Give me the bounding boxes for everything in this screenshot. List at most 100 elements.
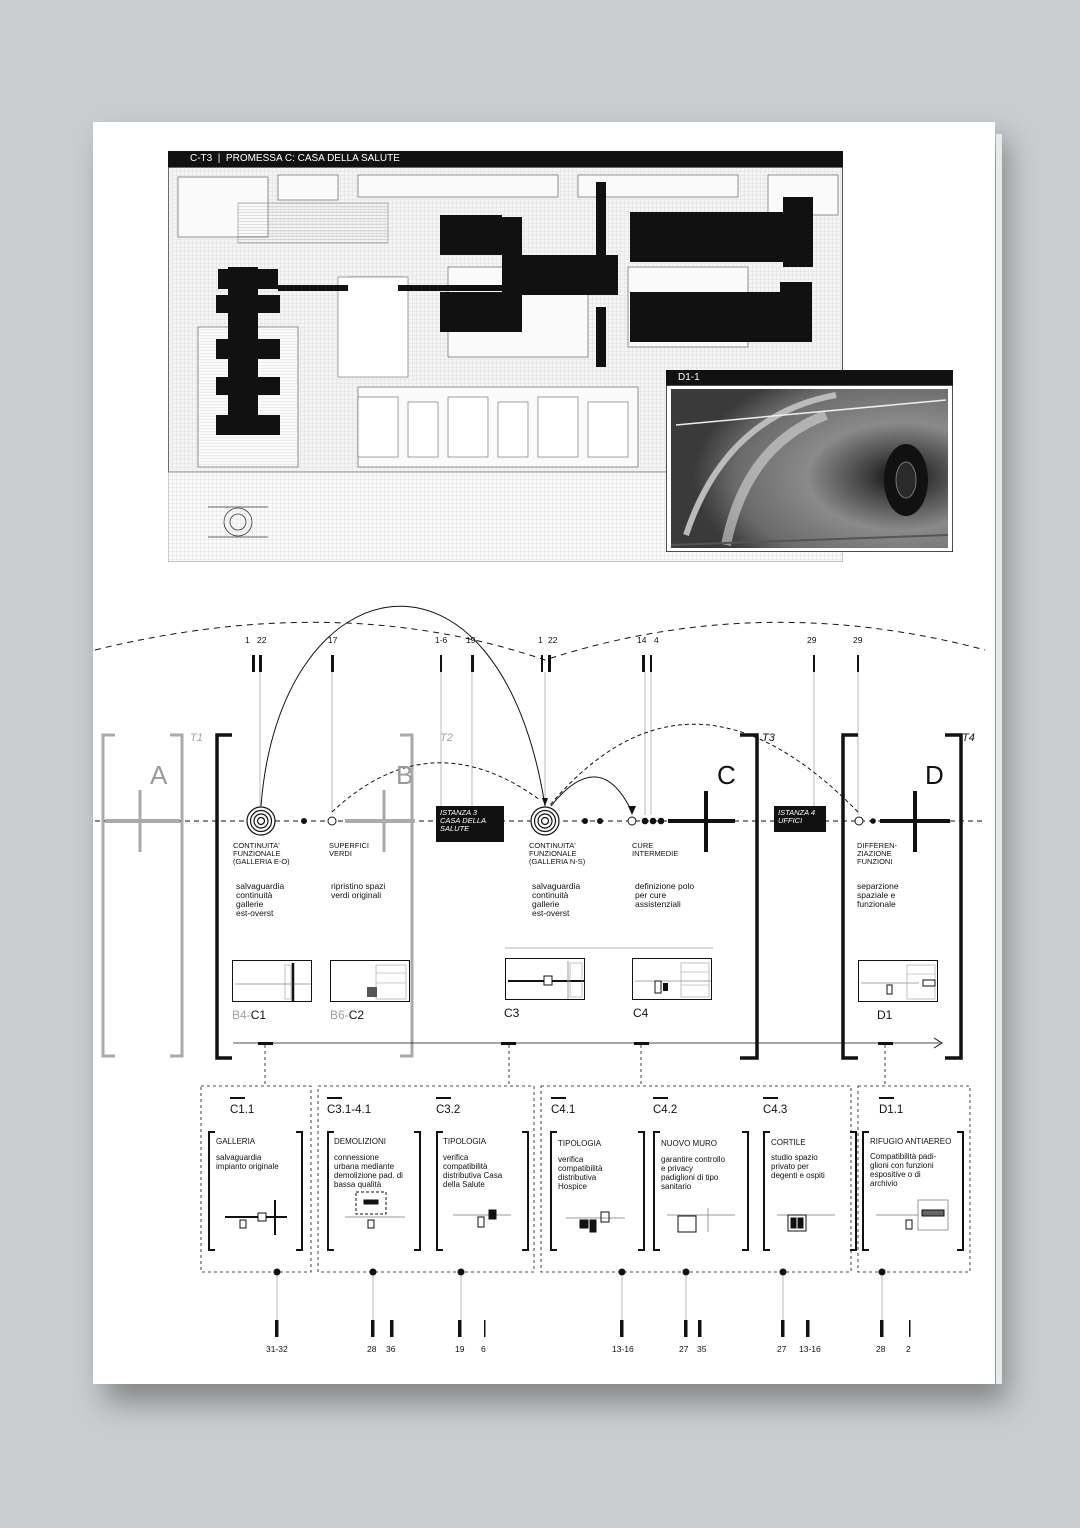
card-code: D1.1 bbox=[879, 1104, 904, 1116]
code-main: C1 bbox=[250, 1008, 267, 1022]
top-number: 4 bbox=[654, 635, 659, 645]
card-desc: verifica compatibilità distributiva Casa… bbox=[443, 1153, 503, 1189]
card-code: C4.3 bbox=[763, 1104, 788, 1116]
black-brackets bbox=[215, 733, 963, 1060]
top-number: 1-6 bbox=[435, 635, 448, 645]
photo-header: D1-1 bbox=[666, 370, 953, 385]
grey-brackets bbox=[101, 733, 414, 1058]
node-desc: salvaguardia continuità gallerie est-ove… bbox=[236, 881, 285, 918]
code-main: C3 bbox=[504, 1006, 520, 1020]
top-number: 1 bbox=[538, 635, 543, 645]
card-title: TIPOLOGIA bbox=[558, 1139, 602, 1148]
phase-tag-t1: T1 bbox=[190, 732, 203, 744]
card-title: CORTILE bbox=[771, 1138, 806, 1147]
card-code: C3.2 bbox=[436, 1104, 461, 1116]
card-title: TIPOLOGIA bbox=[443, 1137, 487, 1146]
phase-tag-t4: T4 bbox=[962, 732, 975, 744]
code-prefix: B6- bbox=[330, 1008, 349, 1022]
phase-letter-b: B bbox=[396, 760, 414, 790]
cross-d bbox=[880, 791, 950, 852]
bottom-number: 6 bbox=[481, 1344, 486, 1354]
card-desc: verifica compatibilità distributiva Hosp… bbox=[558, 1155, 603, 1191]
bottom-number: 13-16 bbox=[799, 1344, 821, 1354]
tunnel-photo bbox=[666, 385, 953, 552]
bottom-number: 13-16 bbox=[612, 1344, 634, 1354]
card-brackets bbox=[208, 1131, 964, 1251]
phase-letter-a: A bbox=[150, 760, 168, 790]
card-code: C3.1-4.1 bbox=[327, 1104, 372, 1116]
card-title: DEMOLIZIONI bbox=[334, 1137, 387, 1146]
code-main: C2 bbox=[348, 1008, 365, 1022]
node-desc: separzione spaziale e funzionale bbox=[857, 881, 899, 909]
node-desc: definizione polo per cure assistenziali bbox=[635, 881, 695, 909]
code-c4: C4 bbox=[633, 1006, 648, 1020]
istanza-4-label: ISTANZA 4 UFFICI bbox=[778, 808, 816, 825]
cross-a bbox=[105, 790, 180, 852]
top-number: 22 bbox=[257, 635, 267, 645]
bottom-number: 31-32 bbox=[266, 1344, 288, 1354]
mini-plan-c3 bbox=[505, 958, 585, 1000]
top-number: 29 bbox=[853, 635, 863, 645]
node-target-2 bbox=[530, 806, 560, 836]
card-desc: salvaguardia impianto originale bbox=[216, 1153, 279, 1171]
bottom-ticks bbox=[275, 1320, 911, 1337]
phase-tag-t3: T3 bbox=[762, 732, 775, 744]
top-number: 19 bbox=[466, 635, 476, 645]
node-label: SUPERFICI VERDI bbox=[329, 841, 370, 858]
bottom-number: 27 bbox=[679, 1344, 689, 1354]
top-number: 14 bbox=[637, 635, 647, 645]
top-number: 17 bbox=[328, 635, 338, 645]
istanza-4-box: ISTANZA 4 UFFICI bbox=[774, 806, 826, 832]
card-title: GALLERIA bbox=[216, 1137, 256, 1146]
code-d1: D1 bbox=[877, 1008, 892, 1022]
istanza-3-label: ISTANZA 3 CASA DELLA SALUTE bbox=[440, 808, 486, 833]
arc-c3-c4 bbox=[550, 776, 633, 813]
bottom-number: 2 bbox=[906, 1344, 911, 1354]
code-c3: C3 bbox=[504, 1006, 519, 1020]
arc-c2-c3 bbox=[331, 762, 541, 813]
arc-c1-c3 bbox=[260, 605, 546, 807]
node-label: CONTINUITA' FUNZIONALE (GALLERIA E-O) bbox=[233, 841, 290, 866]
code-c1: B4-C1 bbox=[232, 1008, 266, 1022]
node-desc: salvaguardia continuità gallerie est-ove… bbox=[532, 881, 581, 918]
bottom-number: 28 bbox=[876, 1344, 886, 1354]
node-label: DIFFEREN- ZIAZIONE FUNZIONI bbox=[857, 841, 897, 866]
mini-plan-c4 bbox=[632, 958, 712, 1000]
card-code: C1.1 bbox=[230, 1104, 255, 1116]
code-c2: B6-C2 bbox=[330, 1008, 364, 1022]
group-connectors bbox=[200, 1045, 971, 1273]
cross-b bbox=[345, 790, 415, 852]
timeline-arc-top bbox=[94, 621, 986, 661]
bottom-number: 35 bbox=[697, 1344, 707, 1354]
card-desc: studio spazio privato per degenti e ospi… bbox=[771, 1153, 825, 1180]
code-prefix: B4- bbox=[232, 1008, 251, 1022]
istanza-3-box: ISTANZA 3 CASA DELLA SALUTE bbox=[436, 806, 504, 842]
top-number: 1 bbox=[245, 635, 250, 645]
code-main: C4 bbox=[633, 1006, 649, 1020]
top-number: 29 bbox=[807, 635, 817, 645]
card-title: NUOVO MURO bbox=[661, 1139, 717, 1148]
node-desc: ripristino spazi verdi originali bbox=[331, 881, 386, 900]
code-main: D1 bbox=[877, 1008, 893, 1022]
bottom-number: 36 bbox=[386, 1344, 396, 1354]
card-code: C4.2 bbox=[653, 1104, 678, 1116]
axis-dots bbox=[301, 817, 876, 825]
top-leaders bbox=[259, 672, 859, 815]
mini-plan-d1 bbox=[858, 960, 938, 1002]
node-target-1 bbox=[246, 806, 276, 836]
bottom-number: 27 bbox=[777, 1344, 787, 1354]
bottom-number: 19 bbox=[455, 1344, 465, 1354]
bottom-number: 28 bbox=[367, 1344, 377, 1354]
mini-plan-c1 bbox=[232, 960, 312, 1002]
node-label: CONTINUITA' FUNZIONALE (GALLERIA N-S) bbox=[529, 841, 586, 866]
card-desc: garantire controllo e privacy padiglioni… bbox=[661, 1155, 726, 1191]
mini-plan-c2 bbox=[330, 960, 410, 1002]
card-code: C4.1 bbox=[551, 1104, 576, 1116]
cross-c bbox=[668, 791, 735, 852]
phase-letter-c: C bbox=[717, 760, 736, 790]
plan-header: C-T3 | PROMESSA C: CASA DELLA SALUTE bbox=[168, 151, 843, 167]
bottom-dots bbox=[273, 1268, 886, 1276]
card-desc: connessione urbana mediante demolizione … bbox=[334, 1153, 403, 1189]
axis-open-dots bbox=[327, 816, 864, 826]
phase-tag-t2: T2 bbox=[440, 732, 453, 744]
